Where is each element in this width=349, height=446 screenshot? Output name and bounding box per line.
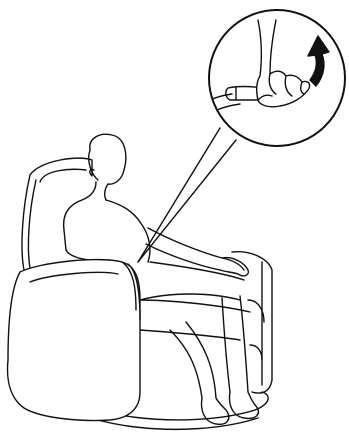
person-right-hand [220, 258, 248, 276]
detail-callout [198, 10, 345, 146]
chair-backrest [22, 158, 92, 270]
person-head [90, 134, 126, 200]
callout-pointer [138, 128, 236, 262]
chair-front-armrest [8, 260, 140, 421]
person-feet [230, 392, 259, 418]
chair-right-side [232, 252, 272, 393]
person-legs [222, 298, 230, 392]
